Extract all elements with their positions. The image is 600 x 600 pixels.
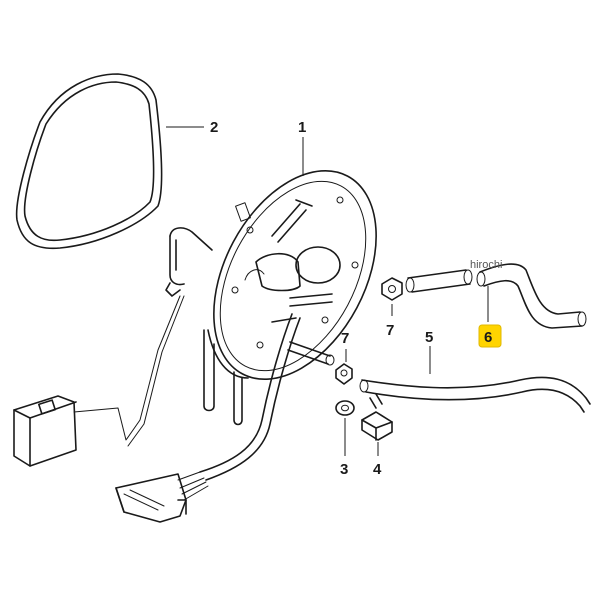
part-label-4[interactable]: 4 bbox=[373, 461, 382, 478]
part-label-2[interactable]: 2 bbox=[210, 119, 218, 136]
part-label-7-upper[interactable]: 7 bbox=[386, 322, 394, 339]
washer-part bbox=[335, 400, 355, 416]
flange-plate-part bbox=[207, 169, 377, 381]
part-label-3[interactable]: 3 bbox=[340, 461, 348, 478]
fuel-hose-short-part bbox=[405, 269, 473, 293]
watermark-text: hirochi bbox=[470, 259, 502, 271]
fuel-line-long-part bbox=[359, 376, 591, 413]
sealing-ring-part bbox=[15, 73, 163, 250]
fuel-hose-bent-part bbox=[476, 263, 587, 329]
screw-part bbox=[361, 393, 393, 441]
part-label-7-lower[interactable]: 7 bbox=[341, 330, 349, 347]
part-label-1[interactable]: 1 bbox=[298, 119, 306, 136]
float-block-part bbox=[13, 395, 77, 467]
part-6-highlight bbox=[478, 324, 502, 348]
nut-upper-part bbox=[381, 277, 403, 301]
part-label-6[interactable]: 6 bbox=[484, 329, 492, 346]
pump-tubes-part bbox=[73, 227, 243, 447]
wiring-harness-part bbox=[115, 313, 301, 523]
nut-lower-part bbox=[335, 363, 353, 385]
part-label-5[interactable]: 5 bbox=[425, 329, 433, 346]
leader-lines bbox=[166, 126, 489, 456]
